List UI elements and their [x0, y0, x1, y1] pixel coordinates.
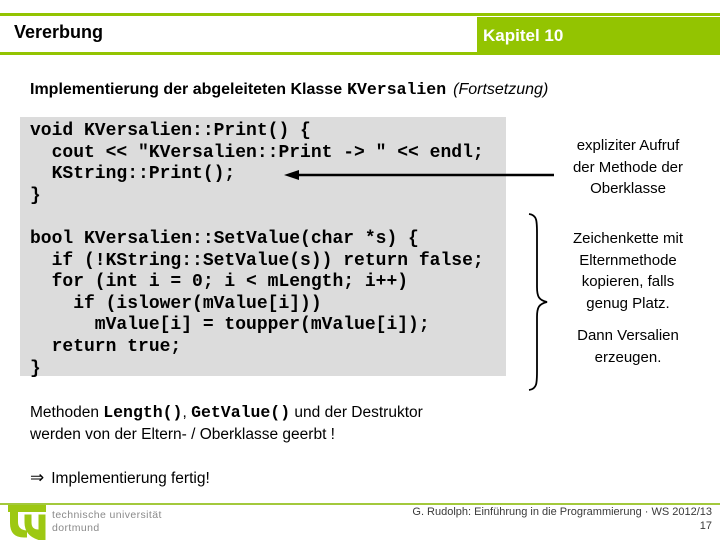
implies-arrow-icon: ⇒: [30, 468, 45, 487]
university-name-line2: dortmund: [52, 521, 100, 534]
code-block-setvalue: bool KVersalien::SetValue(char *s) { if …: [30, 228, 484, 379]
heading-prefix: Implementierung der abgeleiteten Klasse: [30, 81, 343, 98]
note-text-2: ,: [182, 404, 192, 421]
course-credit: G. Rudolph: Einführung in die Programmie…: [412, 506, 712, 518]
conclusion-line: ⇒ Implementierung fertig!: [30, 468, 210, 488]
left-arrow-icon: [284, 170, 554, 180]
page-number: 17: [699, 519, 712, 532]
callout-explicit-call: expliziter Aufruf der Methode der Oberkl…: [572, 137, 684, 197]
note-code-length: Length(): [103, 403, 183, 422]
footer-rule: [0, 503, 720, 505]
curly-brace-icon: [528, 213, 548, 391]
callout-make-uppercase: Dann Versalien erzeugen.: [577, 327, 679, 366]
slide-title: Vererbung: [14, 22, 104, 42]
heading-suffix: (Fortsetzung): [453, 81, 549, 98]
university-name: technische universität dortmund: [52, 509, 162, 534]
header-top-rule: [0, 13, 720, 16]
callout-copy-string: Zeichenkette mit Elternmethode kopieren,…: [572, 230, 684, 312]
note-line-2: werden von der Eltern- / Oberklasse geer…: [30, 426, 335, 443]
note-text-3: und der Destruktor: [290, 404, 423, 421]
header-bottom-rule: [0, 52, 478, 55]
inheritance-note: Methoden Length(), GetValue() und der De…: [30, 402, 520, 446]
conclusion-text: Implementierung fertig!: [51, 470, 210, 487]
tu-dortmund-logo-icon: [8, 505, 46, 540]
code-block-print: void KVersalien::Print() { cout << "KVer…: [30, 121, 484, 206]
university-name-line1: technische universität: [52, 509, 162, 521]
note-code-getvalue: GetValue(): [191, 403, 291, 422]
footer-credit-block: G. Rudolph: Einführung in die Programmie…: [412, 506, 712, 533]
heading-class-name: KVersalien: [347, 80, 447, 99]
chapter-badge: Kapitel 10: [477, 17, 720, 55]
note-text-1: Methoden: [30, 404, 104, 421]
code-listing-panel: void KVersalien::Print() { cout << "KVer…: [20, 117, 506, 379]
chapter-label: Kapitel 10: [483, 26, 564, 45]
